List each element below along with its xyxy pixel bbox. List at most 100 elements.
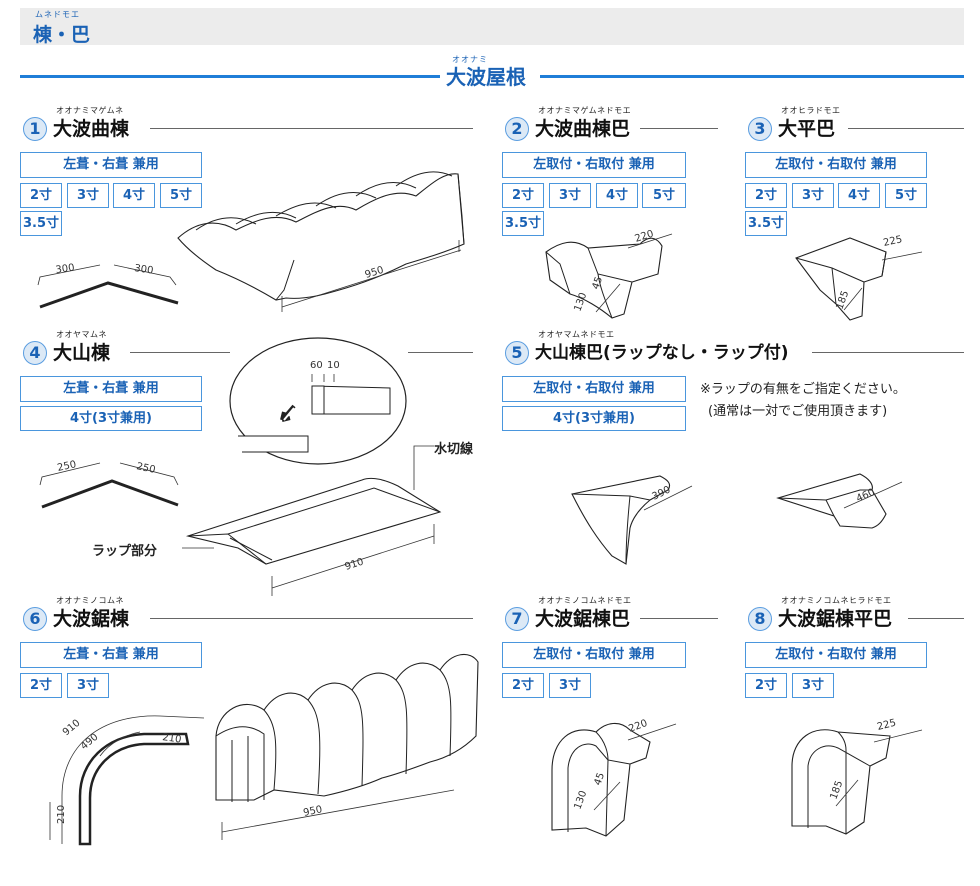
item-1-dim-a: 300	[55, 262, 75, 276]
item-1-dim-b: 300	[134, 263, 154, 277]
item-2-size-35: 3.5寸	[502, 211, 544, 236]
item-3-number: 3	[748, 117, 772, 141]
item-6-number: 6	[23, 607, 47, 631]
item-2-size-3: 3寸	[549, 183, 591, 208]
item-4-rule-right	[408, 352, 473, 353]
item-3-dim-a: 225	[882, 234, 903, 249]
item-1-dim-length: 950	[364, 265, 385, 281]
item-6-product-figure: 950	[215, 653, 479, 840]
item-4-dim-lap-b: 10	[327, 360, 340, 371]
item-6-rule	[150, 618, 473, 619]
item-1-size-35: 3.5寸	[20, 211, 62, 236]
item-3-ruby: オオヒラドモエ	[781, 106, 841, 115]
section-line-left	[20, 75, 440, 78]
item-2-product-figure: 220 130 45	[545, 228, 673, 319]
item-6-ruby: オオナミノコムネ	[56, 596, 124, 605]
item-5-product-figure-a: 390	[571, 475, 693, 565]
section-ruby: オオナミ	[452, 55, 488, 64]
page-title: 棟・巴	[33, 24, 91, 46]
item-5-number: 5	[505, 341, 529, 365]
item-2-number: 2	[505, 117, 529, 141]
item-7-size-2: 2寸	[502, 673, 544, 698]
item-2-size-5: 5寸	[642, 183, 686, 208]
item-4-ruby: オオヤマムネ	[56, 330, 107, 339]
item-4-callout-flashing: 水切線	[434, 442, 474, 457]
item-5-usage: 左取付・右取付 兼用	[502, 376, 686, 402]
item-7-dim-c: 45	[592, 771, 607, 787]
item-3-size-3: 3寸	[792, 183, 834, 208]
item-4-dim-b: 250	[135, 461, 156, 476]
item-1-size-3: 3寸	[67, 183, 109, 208]
item-1-size-2: 2寸	[20, 183, 62, 208]
item-7-number: 7	[505, 607, 529, 631]
item-1-ruby: オオナミマゲムネ	[56, 106, 124, 115]
item-8-size-3: 3寸	[792, 673, 834, 698]
item-3-size-5: 5寸	[885, 183, 927, 208]
item-3-product-figure: 225 185	[795, 234, 923, 321]
item-2-dim-c: 45	[590, 275, 605, 291]
item-1-usage: 左葺・右葺 兼用	[20, 152, 202, 178]
item-6-dim-length: 950	[302, 804, 323, 819]
item-7-size-3: 3寸	[549, 673, 591, 698]
item-5-note-2: (通常は一対でご使用頂きます)	[708, 404, 888, 419]
item-4-dim-a: 250	[56, 459, 77, 474]
item-3-rule	[848, 128, 964, 129]
item-6-profile-figure: 910 490 210 210	[49, 715, 205, 846]
item-7-ruby: オオナミノコムネドモエ	[538, 596, 632, 605]
item-1-size-4: 4寸	[113, 183, 155, 208]
item-6-dim-side: 210	[56, 805, 67, 824]
header-ruby: ムネドモエ	[35, 10, 80, 19]
item-4-profile-figure: 250 250	[39, 459, 179, 509]
item-2-rule	[640, 128, 718, 129]
item-4-detail-figure: 60 10	[229, 337, 407, 465]
item-5-size: 4寸(3寸兼用)	[502, 406, 686, 431]
item-7-product-figure: 220 130 45	[551, 718, 677, 837]
item-3-size-35: 3.5寸	[745, 211, 787, 236]
item-6-dim-top: 210	[162, 732, 182, 746]
item-4-number: 4	[23, 341, 47, 365]
item-3-size-2: 2寸	[745, 183, 787, 208]
item-5-ruby: オオヤマムネドモエ	[538, 330, 615, 339]
item-4-dim-length: 910	[344, 556, 366, 572]
item-8-usage: 左取付・右取付 兼用	[745, 642, 927, 668]
item-5-note-1: ※ラップの有無をご指定ください。	[700, 382, 906, 397]
item-8-rule	[908, 618, 964, 619]
item-1-product-figure: 950	[177, 171, 465, 312]
item-6-size-2: 2寸	[20, 673, 62, 698]
item-6-size-3: 3寸	[67, 673, 109, 698]
item-4-title: 大山棟	[53, 342, 111, 364]
section-line-right	[540, 75, 964, 78]
item-6-usage: 左葺・右葺 兼用	[20, 642, 202, 668]
item-1-rule	[150, 128, 473, 129]
item-2-size-4: 4寸	[596, 183, 638, 208]
item-8-dim-a: 225	[876, 718, 897, 733]
item-7-rule	[640, 618, 718, 619]
item-8-title: 大波鋸棟平巴	[778, 608, 893, 630]
item-6-dim-inner: 490	[79, 732, 101, 753]
item-4-size: 4寸(3寸兼用)	[20, 406, 202, 431]
item-3-title: 大平巴	[778, 118, 836, 140]
item-2-size-2: 2寸	[502, 183, 544, 208]
item-3-size-4: 4寸	[838, 183, 880, 208]
item-3-usage: 左取付・右取付 兼用	[745, 152, 927, 178]
header-bar: ムネドモエ 棟・巴	[20, 8, 964, 46]
item-7-title: 大波鋸棟巴	[535, 608, 631, 630]
item-1-title: 大波曲棟	[53, 118, 130, 140]
item-8-product-figure: 225 185	[791, 718, 923, 835]
item-1-size-5: 5寸	[160, 183, 202, 208]
item-8-number: 8	[748, 607, 772, 631]
item-1-profile-figure: 300 300	[37, 262, 179, 309]
item-6-title: 大波鋸棟	[53, 608, 130, 630]
item-6-dim-outer: 910	[61, 718, 83, 739]
item-5-rule	[812, 352, 964, 353]
item-4-product-figure: 910	[182, 445, 442, 596]
item-4-rule-left	[130, 352, 230, 353]
item-2-title: 大波曲棟巴	[535, 118, 631, 140]
item-4-callout-lap: ラップ部分	[92, 544, 158, 559]
item-7-dim-a: 220	[627, 718, 649, 735]
item-7-usage: 左取付・右取付 兼用	[502, 642, 686, 668]
item-8-ruby: オオナミノコムネヒラドモエ	[781, 596, 892, 605]
item-5-title: 大山棟巴(ラップなし・ラップ付)	[535, 343, 789, 363]
item-4-usage: 左葺・右葺 兼用	[20, 376, 202, 402]
item-2-usage: 左取付・右取付 兼用	[502, 152, 686, 178]
